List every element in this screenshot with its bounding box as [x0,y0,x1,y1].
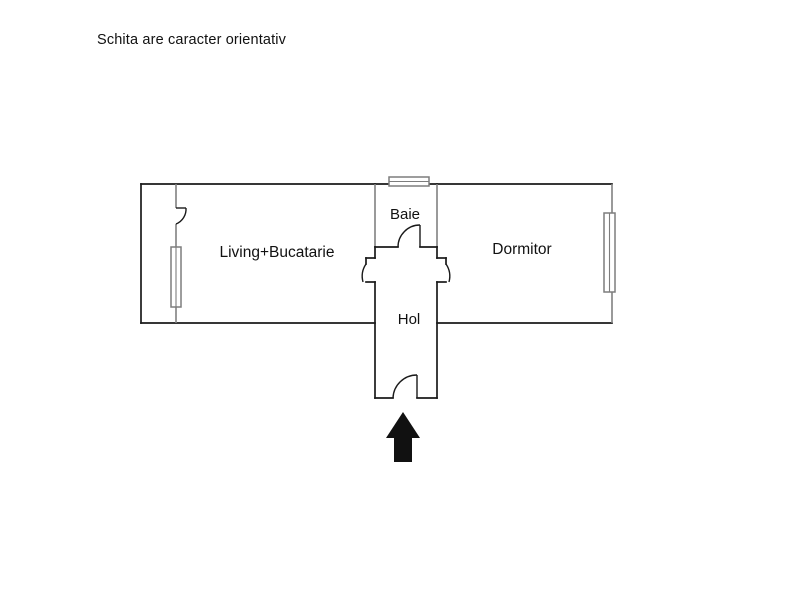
window-baie-north [388,176,430,187]
door-living-west [175,207,187,225]
window-living-west [170,246,182,308]
door-hol-west-arc [361,263,367,283]
door-baie-arc [397,224,421,248]
room-label-dormitor: Dormitor [492,241,551,258]
room-outline-hol [365,246,447,399]
window-dormitor-east [603,212,616,293]
door-hol-west [361,263,367,283]
room-label-hol: Hol [398,311,421,328]
door-entrance-arc [392,374,418,399]
entrance-arrow-icon [386,412,420,462]
door-hol-east [445,263,451,283]
door-hol-east-arc [445,263,451,283]
page-title: Schita are caracter orientativ [97,32,287,48]
door-entrance [392,374,418,399]
room-outline-living-bucatarie [140,183,376,324]
door-living-west-arc [175,207,187,225]
room-outline-dormitor [436,183,613,324]
room-label-living-bucatarie: Living+Bucatarie [219,244,334,261]
door-baie [397,224,421,248]
room-label-baie: Baie [390,206,420,223]
